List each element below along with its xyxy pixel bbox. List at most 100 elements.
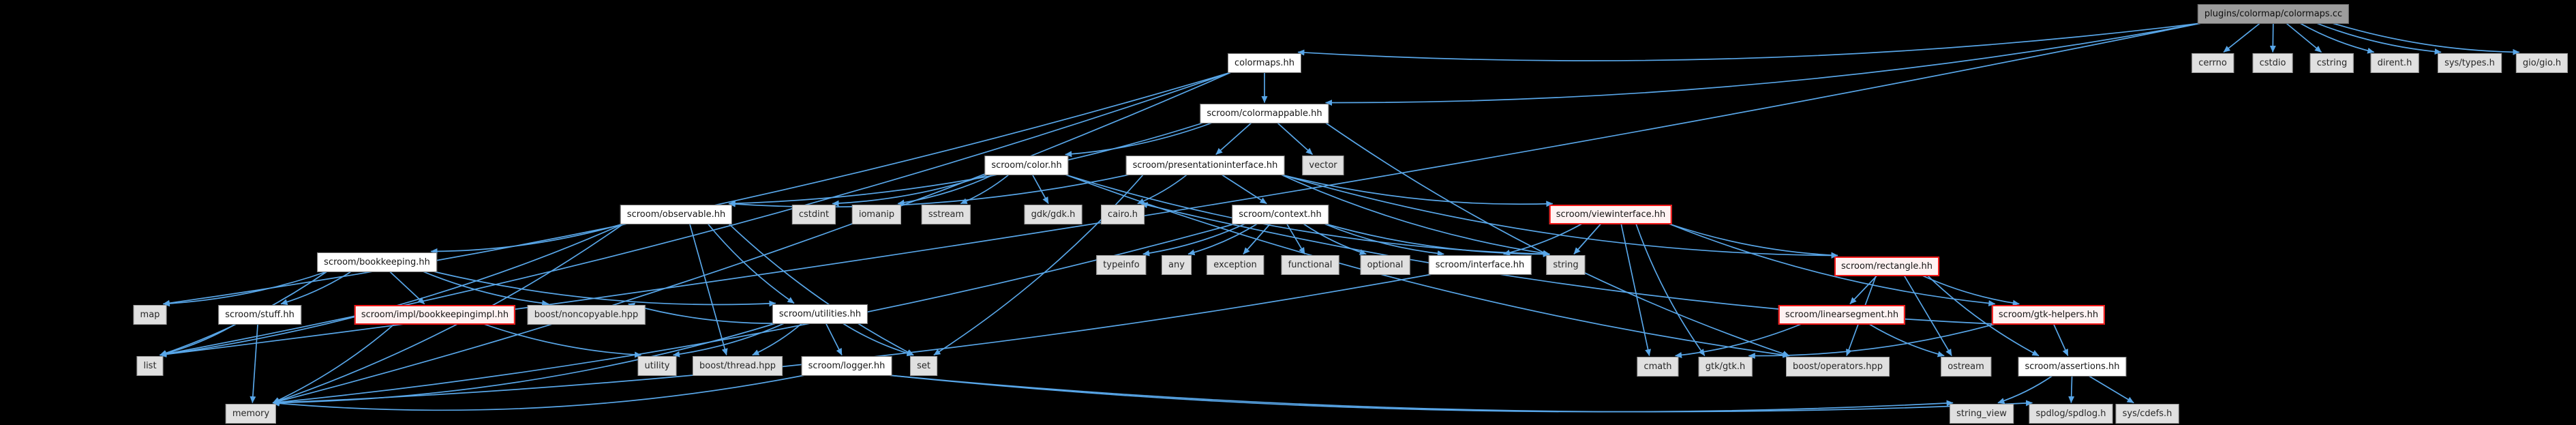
graph-node-interface-hh[interactable]: scroom/interface.hh	[1428, 255, 1532, 275]
edge-viewinterface-to-cmath	[1620, 223, 1652, 356]
edge-root-to-cstring	[2286, 23, 2322, 53]
edge-color_hh-to-gdk_gdk_h	[1031, 174, 1049, 204]
graph-node-logger[interactable]: scroom/logger.hh	[801, 356, 892, 376]
graph-node-operators-hpp: boost/operators.hpp	[1786, 357, 1890, 377]
edge-rectangle-to-gtk_helpers	[1922, 275, 2020, 306]
graph-node-gtk-helpers[interactable]: scroom/gtk-helpers.hh	[1991, 305, 2106, 325]
graph-node-vector: vector	[1302, 156, 1344, 175]
graph-node-set: set	[910, 356, 937, 376]
edge-colormappable-to-operators_hpp	[1325, 122, 1790, 357]
graph-node-root: plugins/colormap/colormaps.cc	[2197, 4, 2350, 24]
edge-rectangle-to-assertions	[1927, 275, 2040, 357]
graph-node-string: string	[1546, 255, 1586, 275]
graph-node-cmath: cmath	[1637, 357, 1679, 377]
edge-context-to-interface_hh	[1324, 223, 1444, 257]
graph-node-sys-cdefs-h: sys/cdefs.h	[2115, 404, 2179, 424]
graph-node-map: map	[133, 305, 167, 325]
graph-node-bookkeeping[interactable]: scroom/bookkeeping.hh	[317, 252, 437, 272]
graph-node-context[interactable]: scroom/context.hh	[1232, 205, 1329, 224]
graph-node-spdlog: spdlog/spdlog.h	[2029, 404, 2113, 424]
edge-root-to-colormaps_hh	[1297, 23, 2202, 61]
edge-rectangle-to-ostream	[1903, 275, 1952, 356]
graph-node-cerrno: cerrno	[2192, 53, 2234, 73]
edge-gtk_helpers-to-assertions	[2052, 323, 2069, 356]
edge-observable-to-set	[728, 223, 914, 356]
edge-bookkeeping-to-noncopyable	[423, 271, 549, 306]
graph-node-stuff-hh[interactable]: scroom/stuff.hh	[218, 305, 301, 325]
edge-root-to-colormappable	[1325, 23, 2202, 106]
edge-observable-to-bookkeeping	[430, 223, 624, 254]
edge-linearsegment-to-ostream	[1868, 323, 1945, 357]
edge-utilities-to-set	[842, 323, 914, 357]
edge-colormappable-to-observable	[728, 122, 1204, 207]
edge-color_hh-to-cstdint	[832, 174, 988, 207]
edge-bookkeeping-to-stuff_hh	[280, 271, 352, 306]
graph-node-presentationinterface[interactable]: scroom/presentationinterface.hh	[1125, 156, 1285, 175]
edge-presentationinterface-to-string	[1281, 174, 1550, 257]
edge-viewinterface-to-interface_hh	[1503, 223, 1583, 256]
graph-node-gio-gio-h: gio/gio.h	[2515, 53, 2569, 73]
edge-logger-to-spdlog	[888, 375, 2033, 413]
edge-assertions-to-sys_cdefs_h	[2088, 375, 2134, 404]
edge-context-to-typeinfo	[1142, 223, 1246, 257]
edge-assertions-to-string_view	[1997, 375, 2053, 404]
edge-utilities-to-thread_hpp	[752, 323, 802, 356]
graph-node-cstdio: cstdio	[2252, 53, 2293, 73]
edge-observable-to-list	[160, 223, 624, 357]
graph-node-cairo-h: cairo.h	[1101, 205, 1145, 224]
graph-node-thread-hpp: boost/thread.hpp	[693, 356, 783, 376]
edge-presentationinterface-to-observable	[728, 174, 1130, 208]
edge-colormappable-to-color_hh	[1065, 122, 1213, 158]
edge-logger-to-memory	[272, 375, 805, 411]
edge-colormappable-to-presentationinterface	[1215, 122, 1252, 156]
edge-bookkeepingimpl-to-utility	[483, 323, 641, 358]
graph-node-observable[interactable]: scroom/observable.hh	[620, 205, 733, 224]
edge-stuff_hh-to-list	[160, 323, 237, 357]
graph-node-dirent-h: dirent.h	[2370, 53, 2419, 73]
graph-node-noncopyable: boost/noncopyable.hpp	[527, 305, 646, 325]
edge-viewinterface-to-gtk_gtk_h	[1635, 223, 1706, 356]
graph-node-utility: utility	[637, 356, 677, 376]
edge-root-to-sys_types_h	[2316, 23, 2442, 55]
edge-utilities-to-noncopyable	[628, 302, 776, 324]
edge-bookkeepingimpl-to-memory	[272, 323, 395, 404]
graph-node-bookkeepingimpl[interactable]: scroom/impl/bookkeepingimpl.hh	[354, 305, 516, 325]
edge-observable-to-utilities	[707, 223, 795, 304]
graph-node-assertions[interactable]: scroom/assertions.hh	[2018, 357, 2127, 377]
edge-observable-to-thread_hpp	[688, 223, 728, 355]
edge-colormaps_hh-to-list	[160, 72, 1232, 357]
graph-node-optional: optional	[1360, 255, 1410, 275]
edge-presentationinterface-to-cairo_h	[1137, 174, 1187, 205]
graph-node-color-hh[interactable]: scroom/color.hh	[984, 156, 1069, 175]
graph-node-functional: functional	[1281, 255, 1339, 275]
edge-viewinterface-to-gtk_helpers	[1668, 223, 1996, 307]
graph-node-viewinterface[interactable]: scroom/viewinterface.hh	[1549, 205, 1673, 224]
graph-node-linearsegment[interactable]: scroom/linearsegment.hh	[1778, 305, 1906, 325]
edge-color_hh-to-operators_hpp	[1065, 174, 1790, 358]
graph-node-colormaps-hh[interactable]: colormaps.hh	[1227, 53, 1302, 73]
edge-context-to-string	[1324, 223, 1550, 258]
graph-node-sstream: sstream	[921, 205, 971, 224]
edge-linearsegment-to-cmath	[1675, 323, 1802, 358]
edge-interface_hh-to-memory	[272, 274, 1432, 406]
edge-bookkeeping-to-map	[162, 271, 327, 307]
edge-presentationinterface-to-context	[1221, 174, 1267, 205]
graph-node-string-view: string_view	[1950, 404, 2014, 424]
edge-colormappable-to-vector	[1277, 122, 1314, 156]
graph-node-rectangle[interactable]: scroom/rectangle.hh	[1834, 257, 1939, 276]
edge-color_hh-to-sstream	[960, 174, 1010, 205]
graph-node-utilities[interactable]: scroom/utilities.hh	[772, 304, 868, 324]
edge-observable-to-memory	[272, 223, 624, 404]
graph-node-memory: memory	[225, 404, 277, 424]
graph-node-colormappable[interactable]: scroom/colormappable.hh	[1200, 104, 1329, 123]
graph-node-exception: exception	[1207, 255, 1264, 275]
edge-bookkeeping-to-utilities	[433, 271, 776, 307]
graph-node-gdk-gdk-h: gdk/gdk.h	[1024, 205, 1082, 224]
edge-utilities-to-logger	[825, 323, 843, 355]
edge-presentationinterface-to-viewinterface	[1281, 174, 1554, 207]
edge-context-to-exception	[1243, 223, 1271, 255]
edge-stuff_hh-to-memory	[249, 323, 258, 403]
edge-context-to-optional	[1303, 223, 1367, 255]
edge-assertions-to-spdlog	[2068, 375, 2075, 403]
